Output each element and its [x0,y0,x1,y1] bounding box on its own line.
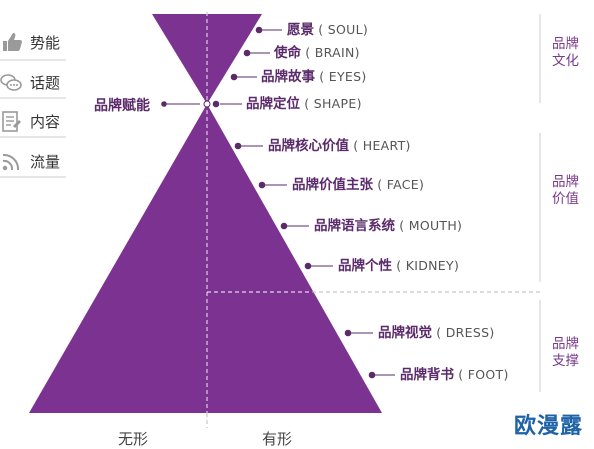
intangible-label: 无形 [118,430,149,448]
level-label-visual: 品牌视觉 ( DRESS) [378,325,495,341]
level-label-language-system: 品牌语言系统 ( MOUTH) [314,218,463,234]
group-label-culture: 品牌文化 [552,36,579,69]
chat-bubbles-icon [0,74,22,91]
group-label-support: 品牌支撑 [552,336,579,369]
menu-item-momentum: 势能 [30,34,61,52]
signal-icon [2,153,20,171]
lower-triangle [29,104,382,413]
level-label-mission: 使命 ( BRAIN) [274,45,360,61]
upper-inverted-triangle [152,14,262,104]
brand-empower-label: 品牌赋能 [94,98,150,114]
menu-item-traffic: 流量 [30,153,61,171]
level-label-brand-story: 品牌故事 ( EYES) [261,69,367,85]
level-label-vision: 愿景 ( SOUL) [287,22,369,38]
menu-item-topic: 话题 [30,74,61,92]
level-label-positioning: 品牌定位 ( SHAPE) [246,96,362,112]
tangible-label: 有形 [262,430,293,448]
level-label-value-proposition: 品牌价值主张 ( FACE) [292,177,425,193]
level-label-endorsement: 品牌背书 ( FOOT) [400,367,509,383]
group-label-value: 品牌价值 [552,174,579,207]
level-label-personality: 品牌个性 ( KIDNEY) [338,258,460,274]
thumbs-up-icon [3,33,22,51]
menu-item-content: 内容 [30,113,61,131]
document-icon [2,111,21,132]
watermark-logo: 欧漫露 [514,414,584,439]
level-label-core-value: 品牌核心价值 ( HEART) [268,138,411,154]
